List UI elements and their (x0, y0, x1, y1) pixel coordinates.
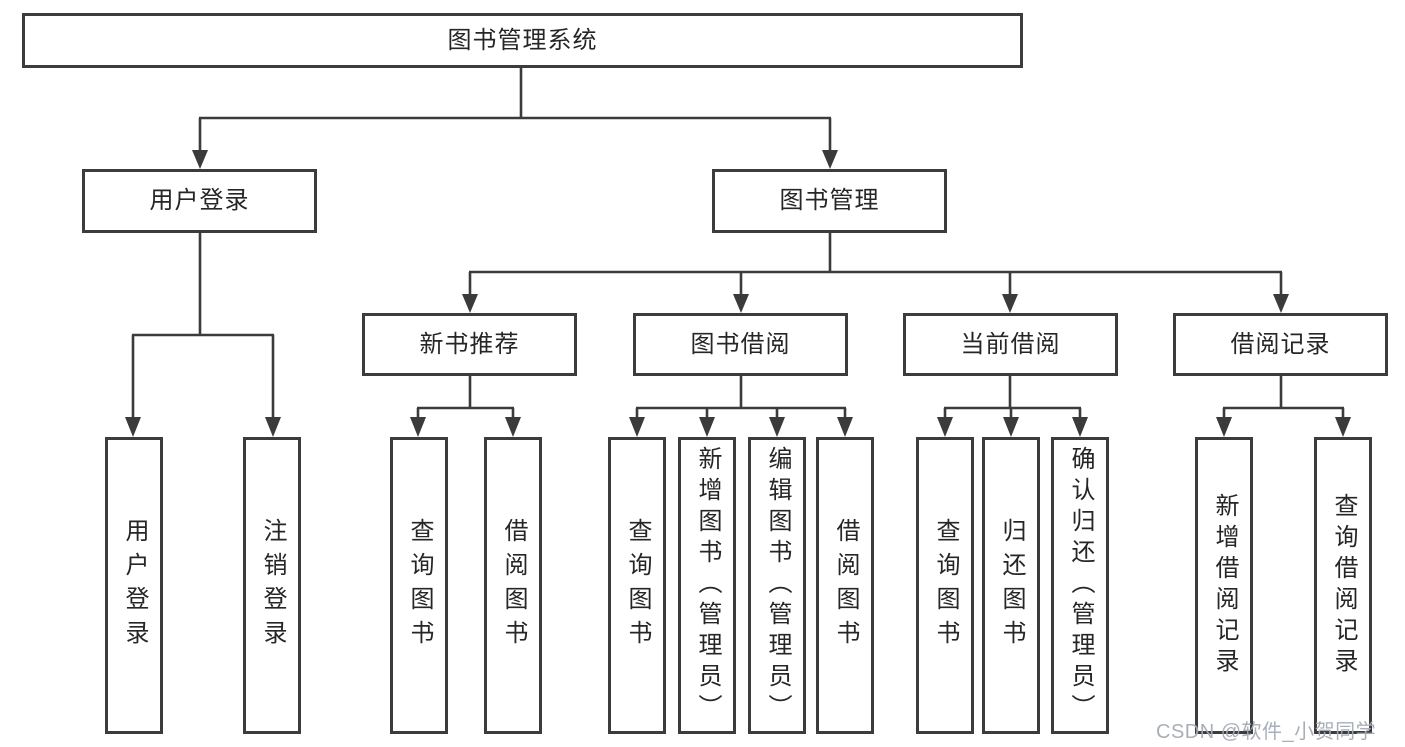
node-root: 图书管理系统 (22, 13, 1023, 68)
node-user-login: 用户登录 (82, 169, 317, 233)
leaf-current-confirm-return-admin: 确认归还（管理员） (1051, 437, 1109, 734)
node-current-borrowing: 当前借阅 (903, 313, 1118, 376)
connector-borrow-children (629, 376, 853, 437)
leaf-records-query-record: 查询借阅记录 (1314, 437, 1372, 734)
connector-current-children (937, 376, 1088, 437)
connector-mgmt-to-level3 (462, 233, 1289, 313)
node-borrow-records: 借阅记录 (1173, 313, 1388, 376)
leaf-user-login: 用户登录 (105, 437, 163, 734)
leaf-newbooks-borrow-books: 借阅图书 (484, 437, 542, 734)
connector-records-children (1216, 376, 1351, 437)
leaf-current-query-books: 查询图书 (916, 437, 974, 734)
leaf-newbooks-query-books: 查询图书 (390, 437, 448, 734)
leaf-borrow-borrow-books: 借阅图书 (816, 437, 874, 734)
leaf-borrow-edit-books-admin: 编辑图书（管理员） (748, 437, 806, 734)
leaf-logout: 注销登录 (243, 437, 301, 734)
leaf-borrow-query-books: 查询图书 (608, 437, 666, 734)
node-book-management: 图书管理 (712, 169, 947, 233)
connector-root-to-level2 (192, 67, 838, 169)
connector-newbooks-children (410, 376, 521, 437)
leaf-records-add-record: 新增借阅记录 (1195, 437, 1253, 734)
leaf-current-return-books: 归还图书 (982, 437, 1040, 734)
connector-login-children (125, 233, 281, 437)
csdn-watermark: CSDN @软件_小贺同学 (1156, 721, 1377, 743)
node-book-borrowing: 图书借阅 (633, 313, 848, 376)
leaf-borrow-add-books-admin: 新增图书（管理员） (678, 437, 736, 734)
node-new-book-recommend: 新书推荐 (362, 313, 577, 376)
